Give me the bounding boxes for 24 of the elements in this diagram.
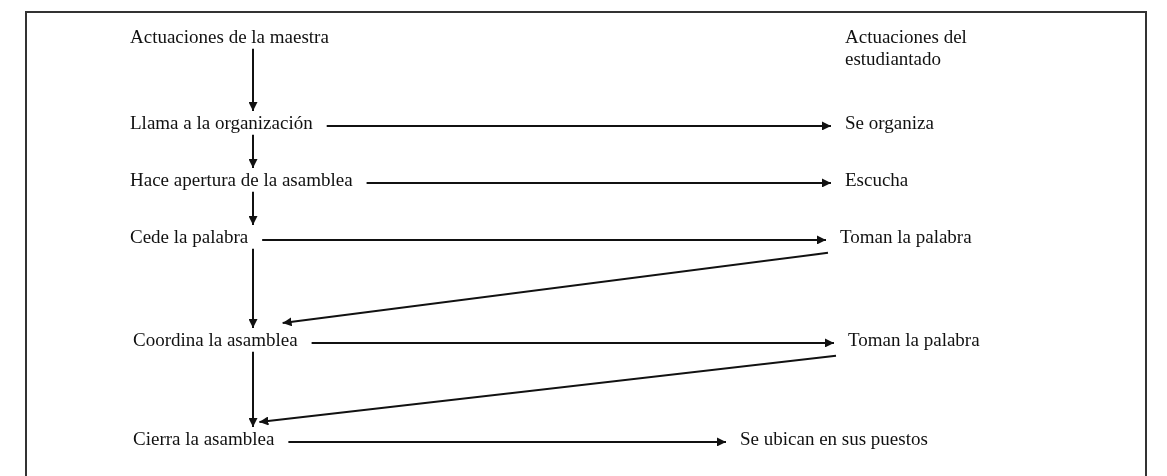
arrow bbox=[261, 235, 827, 245]
step-text: Actuaciones de la maestra bbox=[130, 26, 329, 48]
arrow bbox=[365, 178, 832, 188]
arrow bbox=[248, 47, 258, 112]
step-text: Escucha bbox=[845, 169, 909, 191]
arrow bbox=[310, 338, 835, 348]
step-text: Toman la palabra bbox=[848, 329, 980, 351]
arrow bbox=[287, 437, 727, 447]
arrow bbox=[325, 121, 832, 131]
step-text: Se ubican en sus puestos bbox=[740, 428, 928, 450]
arrow bbox=[248, 133, 258, 169]
arrow bbox=[248, 247, 258, 329]
step-text: Coordina la asamblea bbox=[133, 329, 298, 351]
step-text: Llama a la organización bbox=[130, 112, 313, 134]
step-text: Actuaciones del estudiantado bbox=[845, 26, 1065, 70]
arrow bbox=[258, 354, 837, 426]
step-text: Cede la palabra bbox=[130, 226, 249, 248]
arrow bbox=[248, 190, 258, 226]
step-text: Hace apertura de la asamblea bbox=[130, 169, 353, 191]
step-text: Cierra la asamblea bbox=[133, 428, 275, 450]
arrow bbox=[281, 251, 829, 327]
arrow bbox=[248, 350, 258, 428]
step-text: Toman la palabra bbox=[840, 226, 972, 248]
step-text: Se organiza bbox=[845, 112, 934, 134]
